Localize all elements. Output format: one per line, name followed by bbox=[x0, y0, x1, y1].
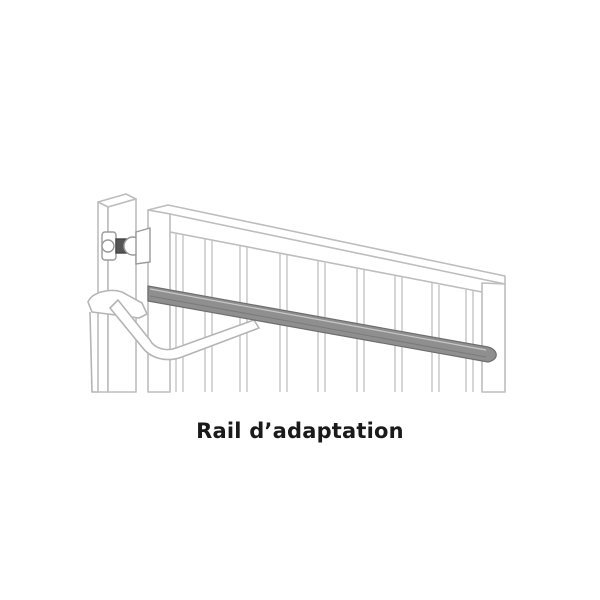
hinge-bolt bbox=[101, 239, 115, 253]
adaptation-rail bbox=[147, 285, 497, 363]
hinge-bracket bbox=[101, 227, 151, 265]
gate-top-rail bbox=[147, 204, 506, 285]
caption: Rail d’adaptation bbox=[196, 419, 404, 443]
gate-right-stile bbox=[481, 282, 506, 393]
gate-bar bbox=[204, 239, 213, 392]
gate-bar bbox=[175, 234, 184, 392]
gate-frame bbox=[147, 204, 506, 393]
closer-body-side bbox=[89, 311, 98, 393]
hinge-mount bbox=[135, 227, 151, 265]
gate-bar bbox=[465, 290, 474, 392]
closer-link-arm bbox=[109, 299, 260, 361]
gate-inner-top-edge bbox=[169, 231, 483, 293]
gate-bar bbox=[239, 246, 248, 392]
rail-highlight bbox=[149, 288, 487, 351]
closer-arm bbox=[87, 289, 260, 393]
rail-groove bbox=[149, 295, 487, 358]
